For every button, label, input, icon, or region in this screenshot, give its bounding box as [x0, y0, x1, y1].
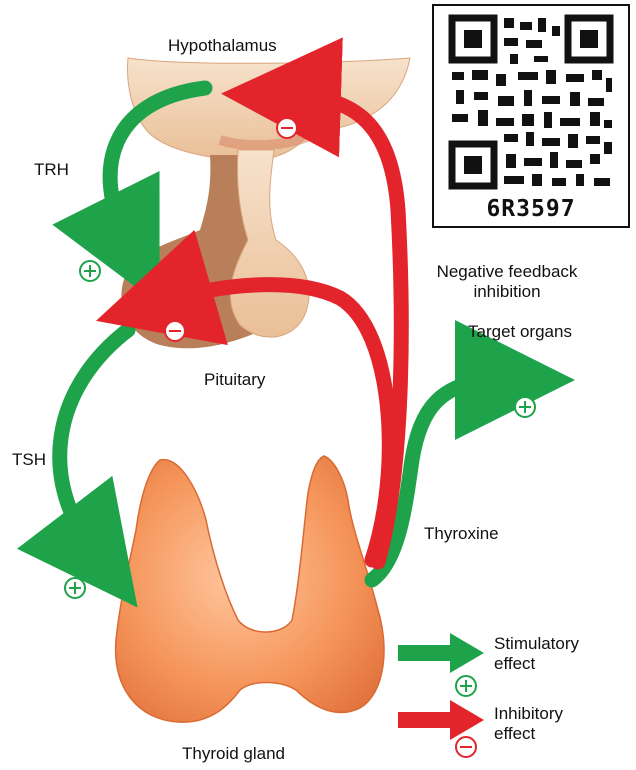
minus-circle-icon: [277, 118, 297, 138]
negative-feedback-line1: Negative feedback: [412, 262, 602, 282]
thyroxine-label: Thyroxine: [424, 524, 499, 544]
qr-code-text: 6R3597: [434, 196, 628, 222]
thyroid-gland-label: Thyroid gland: [182, 744, 285, 764]
legend-inhibitory-line2: effect: [494, 724, 563, 744]
legend-stimulatory-line2: effect: [494, 654, 579, 674]
pituitary-label: Pituitary: [204, 370, 265, 390]
target-organs-label: Target organs: [468, 322, 572, 342]
qr-code-icon: [434, 6, 628, 196]
legend-inhibitory-line1: Inhibitory: [494, 704, 563, 724]
negative-feedback-label: Negative feedback inhibition: [412, 262, 602, 302]
tsh-arrow: [60, 330, 128, 548]
plus-circle-icon: [65, 578, 85, 598]
legend-inhibitory-arrow: [398, 700, 484, 740]
plus-circle-icon: [456, 676, 476, 696]
hypothalamus-shape: [128, 58, 410, 160]
pituitary-shape: [121, 150, 309, 348]
plus-circle-icon: [80, 261, 100, 281]
trh-label: TRH: [34, 160, 69, 180]
thyroid-gland-shape: [116, 456, 384, 722]
legend-stimulatory-arrow: [398, 633, 484, 673]
qr-code-box: 6R3597: [432, 4, 630, 228]
negative-feedback-line2: inhibition: [412, 282, 602, 302]
minus-circle-icon: [165, 321, 185, 341]
minus-circle-icon: [456, 737, 476, 757]
legend-inhibitory-label: Inhibitory effect: [494, 704, 563, 744]
hypothalamus-label: Hypothalamus: [168, 36, 277, 56]
legend-stimulatory-label: Stimulatory effect: [494, 634, 579, 674]
plus-circle-icon: [515, 397, 535, 417]
tsh-label: TSH: [12, 450, 46, 470]
legend-stimulatory-line1: Stimulatory: [494, 634, 579, 654]
